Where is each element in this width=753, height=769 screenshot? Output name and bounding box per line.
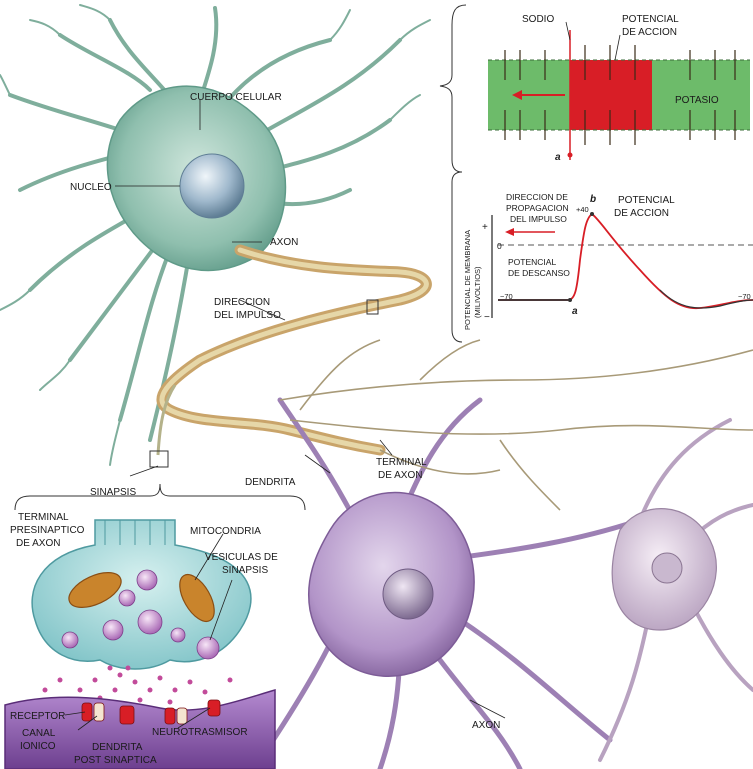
axon-detail-box — [366, 299, 379, 315]
graph-bracket — [451, 171, 463, 343]
synapse-bracket — [14, 483, 306, 511]
action-potential-zone — [570, 60, 652, 130]
graph-point-a — [568, 298, 572, 302]
graph-propagation-arrowhead — [505, 228, 514, 236]
leader-lines — [64, 21, 621, 731]
label-presynaptic-2: PRESINAPTICO — [10, 525, 85, 536]
label-graph-a: a — [572, 306, 578, 317]
label-sodium: SODIO — [522, 14, 554, 25]
synapse-text-labels: TERMINAL PRESINAPTICO DE AXON MITOCONDRI… — [10, 512, 278, 766]
label-neurotransmitter: NEUROTRASMISOR — [152, 727, 248, 738]
label-potassium: POTASIO — [675, 95, 719, 106]
label-receptor: RECEPTOR — [10, 711, 65, 722]
label-postsynaptic-2: POST SINAPTICA — [74, 755, 157, 766]
label-propagation-3: DEL IMPULSO — [510, 214, 567, 224]
propagation-arrowhead — [512, 90, 522, 100]
label-axon-bottom: AXON — [472, 720, 500, 731]
purple-nucleus — [382, 568, 434, 620]
label-zero: 0 — [497, 241, 502, 251]
label-tick-rest: −70 — [500, 292, 513, 301]
dendrite-fibres — [279, 339, 753, 511]
action-potential-graph — [451, 171, 753, 343]
label-rest-2: DE DESCANSO — [508, 268, 570, 278]
label-mitochondria: MITOCONDRIA — [190, 526, 261, 537]
membrane-text-labels: SODIO POTENCIAL DE ACCION POTASIO a — [522, 14, 719, 163]
label-impulse-2: DEL IMPULSO — [214, 310, 281, 321]
purple-neuron — [257, 397, 643, 769]
label-synapse: SINAPSIS — [90, 487, 136, 498]
ion-arrows — [504, 45, 736, 145]
axon-to-synapse — [156, 384, 177, 456]
label-graph-ap-1: POTENCIAL — [618, 195, 675, 206]
label-mem-a: a — [555, 152, 561, 163]
light-nucleus — [651, 552, 683, 584]
label-axon-terminal-1: TERMINAL — [376, 457, 427, 468]
label-cell-body: CUERPO CELULAR — [190, 92, 282, 103]
label-mem-ap-2: DE ACCION — [622, 27, 677, 38]
label-ion-channel-1: CANAL — [22, 728, 56, 739]
green-neuron — [0, 4, 432, 468]
green-nucleus — [179, 153, 245, 219]
terminal-fibres — [104, 520, 166, 545]
synaptic-vesicles — [61, 569, 220, 660]
label-vesicles-1: VESICULAS DE — [205, 552, 278, 563]
label-y-axis-2: (MILIVOLTIOS) — [473, 266, 482, 318]
label-presynaptic-1: TERMINAL — [18, 512, 69, 523]
label-rest-1: POTENCIAL — [508, 257, 556, 267]
label-axon-terminal-2: DE AXON — [378, 470, 422, 481]
label-propagation-2: PROPAGACION — [506, 203, 569, 213]
label-vesicles-2: SINAPSIS — [222, 565, 268, 576]
label-impulse-1: DIRECCION — [214, 297, 270, 308]
synapse-detail-box — [149, 450, 169, 468]
label-graph-b: b — [590, 194, 596, 205]
membrane-bracket — [439, 4, 467, 173]
light-neuron — [598, 418, 753, 762]
label-dendrite: DENDRITA — [245, 477, 296, 488]
marker-a-dot — [567, 152, 573, 158]
label-postsynaptic-1: DENDRITA — [92, 742, 143, 753]
label-nucleus: NUCLEO — [70, 182, 112, 193]
graph-text-labels: POTENCIAL DE MEMBRANA (MILIVOLTIOS) + − … — [463, 192, 751, 330]
neuron-text-labels: CUERPO CELULAR NUCLEO AXON DIRECCION DEL… — [70, 92, 500, 731]
label-propagation-1: DIRECCION DE — [506, 192, 568, 202]
green-dendrite-branches — [0, 4, 431, 466]
label-y-axis-1: POTENCIAL DE MEMBRANA — [463, 230, 472, 330]
label-graph-ap-2: DE ACCION — [614, 208, 669, 219]
label-minus: − — [484, 312, 490, 323]
graph-point-b — [590, 212, 594, 216]
label-mem-ap-1: POTENCIAL — [622, 14, 679, 25]
presynaptic-terminal — [31, 519, 252, 670]
recovery-segment — [659, 289, 753, 309]
green-axon-core — [159, 247, 429, 453]
label-axon-top: AXON — [270, 237, 298, 248]
label-tick-top: +40 — [576, 205, 589, 214]
membrane-panel — [439, 4, 750, 173]
label-plus: + — [482, 222, 488, 233]
neurotransmitter-molecules — [42, 665, 233, 705]
mitochondrion-left — [68, 572, 122, 608]
label-tick-rest-right: −70 — [738, 292, 751, 301]
label-ion-channel-2: IONICO — [20, 741, 56, 752]
label-presynaptic-3: DE AXON — [16, 538, 60, 549]
mitochondrion-right — [179, 573, 215, 623]
